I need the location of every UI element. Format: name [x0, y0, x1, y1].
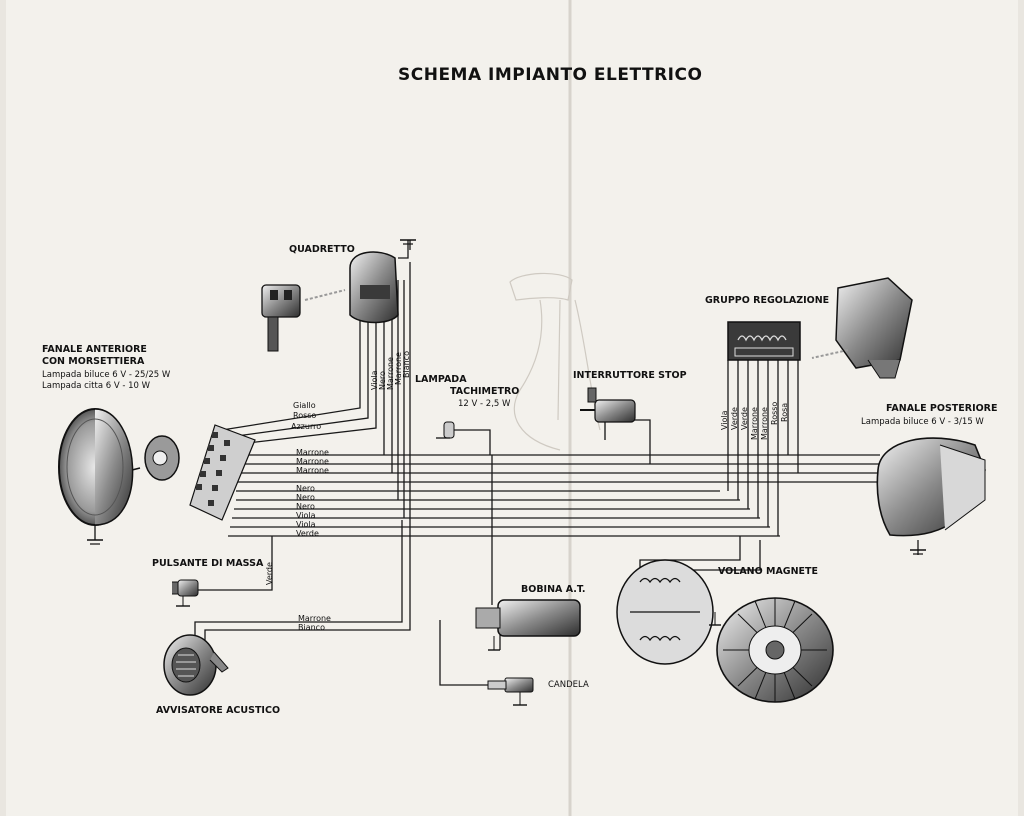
wire-label: Azzurro — [291, 422, 322, 431]
label-fanale-posteriore-spec: Lampada biluce 6 V - 3/15 W — [861, 417, 984, 427]
switch-panel — [349, 251, 399, 324]
wire-label: Marrone — [296, 466, 329, 475]
wire-label: Verde — [740, 407, 749, 430]
speedometer-lamp — [436, 421, 455, 439]
wire-label: Viola — [296, 520, 316, 529]
rear-lamp — [876, 437, 986, 555]
label-tachimetro: TACHIMETRO — [450, 386, 520, 397]
wire-label: Marrone — [760, 407, 769, 440]
label-lampada: LAMPADA — [415, 374, 467, 385]
paper-background — [6, 0, 1018, 816]
wire-label: Nero — [296, 493, 315, 502]
wire-label: Rosa — [780, 402, 789, 422]
flywheel — [716, 597, 834, 703]
label-interruttore-stop: INTERRUTTORE STOP — [573, 370, 687, 381]
wire-label: Verde — [265, 562, 274, 585]
front-headlamp — [58, 408, 134, 545]
regulator-housing — [811, 277, 913, 379]
handlebar-switch — [261, 284, 346, 352]
spark-plug — [487, 677, 534, 706]
wire-label: Viola — [296, 511, 316, 520]
wire-label: Viola — [720, 410, 729, 430]
ground-symbol — [400, 239, 416, 245]
wire-label: Nero — [296, 484, 315, 493]
wire-label: Marrone — [750, 407, 759, 440]
label-fanale-posteriore: FANALE POSTERIORE — [886, 403, 998, 414]
terminal-block — [189, 424, 256, 521]
label-avvisatore-acustico: AVVISATORE ACUSTICO — [156, 705, 281, 716]
label-quadretto: QUADRETTO — [289, 244, 355, 255]
ground-button — [172, 579, 199, 607]
wire-label: Rosso — [293, 411, 317, 420]
wire-label: Marrone — [296, 457, 329, 466]
label-pulsante-di-massa: PULSANTE DI MASSA — [152, 558, 264, 569]
wire-label: Verde — [730, 407, 739, 430]
label-fanale-anteriore-1: FANALE ANTERIORE — [42, 344, 147, 355]
label-tachimetro-spec: 12 V - 2,5 W — [458, 399, 511, 409]
wire-label: Rosso — [770, 401, 779, 425]
wire-label: Verde — [296, 529, 319, 538]
wire-harness — [194, 240, 919, 686]
wire-label: Bianco — [298, 623, 325, 632]
label-fanale-anteriore-spec-1: Lampada biluce 6 V - 25/25 W — [42, 370, 171, 380]
magneto-stator — [616, 559, 721, 665]
stop-switch — [580, 387, 636, 440]
horn — [163, 634, 229, 696]
label-gruppo-regolazione: GRUPPO REGOLAZIONE — [705, 295, 830, 306]
label-candela: CANDELA — [548, 680, 589, 690]
wire-label: Bianco — [402, 351, 411, 378]
diagram-title: SCHEMA IMPIANTO ELETTRICO — [398, 65, 703, 85]
ignition-coil — [475, 599, 581, 651]
regulator-unit — [727, 321, 801, 361]
lamp-socket — [131, 435, 180, 481]
wire-label: Nero — [296, 502, 315, 511]
wire-label: Giallo — [293, 401, 316, 410]
label-fanale-anteriore-spec-2: Lampada citta 6 V - 10 W — [42, 381, 151, 391]
wire-label: Marrone — [298, 614, 331, 623]
label-fanale-anteriore-2: CON MORSETTIERA — [42, 356, 145, 367]
label-bobina: BOBINA A.T. — [521, 584, 586, 595]
label-volano-magnete: VOLANO MAGNETE — [718, 566, 819, 577]
wire-label: Marrone — [296, 448, 329, 457]
